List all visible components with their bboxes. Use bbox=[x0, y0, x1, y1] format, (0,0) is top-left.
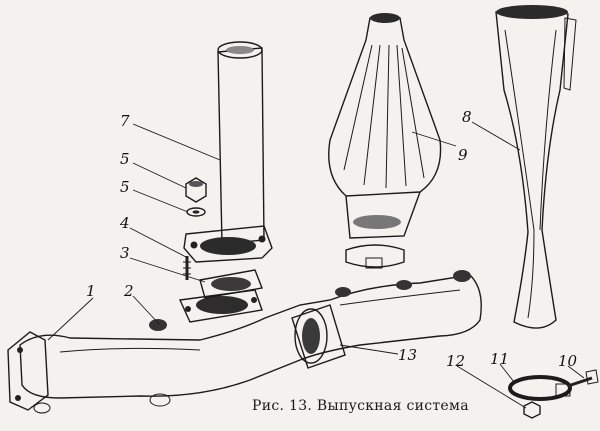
callout-8: 8 bbox=[462, 108, 472, 126]
nut bbox=[185, 177, 207, 203]
tailpipe bbox=[495, 5, 577, 329]
muffler bbox=[328, 13, 442, 269]
exhaust-pipe bbox=[183, 41, 273, 263]
callouts: 1 2 3 4 5 5 7 8 9 10 11 12 13 bbox=[86, 108, 578, 370]
callout-2: 2 bbox=[123, 282, 134, 300]
leader-lines bbox=[47, 121, 585, 409]
washer bbox=[186, 207, 206, 217]
figure-caption: Рис. 13. Выпускная система bbox=[252, 398, 469, 414]
callout-12: 12 bbox=[446, 352, 465, 370]
callout-4: 4 bbox=[119, 214, 130, 232]
callout-5-washer: 5 bbox=[120, 178, 130, 196]
gasket bbox=[199, 269, 263, 299]
clamp-nut bbox=[523, 401, 541, 419]
callout-3: 3 bbox=[120, 244, 130, 262]
callout-7: 7 bbox=[120, 112, 130, 130]
callout-13: 13 bbox=[398, 346, 417, 364]
callout-9: 9 bbox=[458, 146, 468, 164]
callout-10: 10 bbox=[558, 352, 578, 370]
clamp bbox=[508, 375, 572, 401]
exhaust-manifold bbox=[7, 270, 482, 414]
callout-11: 11 bbox=[490, 350, 509, 368]
clamp-bolt bbox=[567, 369, 599, 388]
callout-1: 1 bbox=[86, 282, 96, 300]
callout-5-nut: 5 bbox=[120, 150, 130, 168]
